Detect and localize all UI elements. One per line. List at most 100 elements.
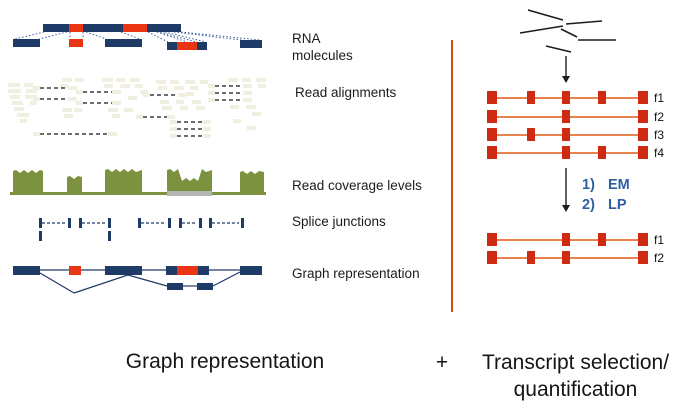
read-rect: [8, 83, 20, 87]
read-rect: [104, 84, 113, 88]
junction-tick: [179, 218, 182, 228]
transcript-label-f3: f3: [654, 128, 665, 142]
transcript-end-exon: [638, 233, 648, 246]
transcript-end-exon: [638, 146, 648, 159]
junction-tick: [241, 218, 244, 228]
coverage-block: [13, 170, 43, 194]
read-rect: [140, 90, 148, 94]
transcript-start-exon: [487, 91, 497, 104]
read-rect: [74, 108, 82, 112]
read-rect: [112, 101, 121, 105]
transcript-end-exon: [638, 128, 648, 141]
step-lp: 2)LP: [582, 195, 630, 215]
junction-tick: [68, 218, 71, 228]
read-rect: [186, 92, 194, 96]
label-rna-line2: molecules: [292, 48, 353, 63]
read-rect: [203, 127, 211, 131]
graph-representation-diagram: [13, 266, 262, 294]
read-rect: [208, 84, 215, 88]
read-rect: [203, 134, 211, 138]
graph-node-block: [177, 266, 198, 275]
read-rect: [62, 78, 72, 82]
graph-edge: [212, 271, 241, 287]
read-rect: [170, 127, 177, 131]
transcript-start-exon: [487, 146, 497, 159]
gene-bar-red-segment: [69, 24, 83, 32]
junction-tick: [39, 218, 42, 228]
read-rect: [108, 108, 118, 112]
read-rect: [208, 91, 215, 95]
read-rect: [108, 132, 117, 136]
graph-node-block: [167, 283, 183, 290]
read-rect: [62, 108, 72, 112]
transcript-start-exon: [487, 110, 497, 123]
read-rect: [60, 84, 68, 88]
alignment-dotted-line: [147, 31, 169, 43]
read-rect: [190, 86, 198, 90]
transcript-label-f4: f4: [654, 146, 665, 160]
label-graph-representation: Graph representation: [292, 266, 420, 281]
read-rect: [14, 107, 24, 111]
coverage-gray-segment: [167, 190, 212, 196]
junction-tick: [138, 218, 141, 228]
read-rect: [68, 97, 77, 101]
alignment-dotted-line: [85, 31, 107, 40]
caption-transcript-selection-line1: Transcript selection/: [481, 351, 670, 374]
read-rect: [158, 86, 167, 90]
alignment-dotted-line: [14, 31, 45, 40]
label-splice-junctions: Splice junctions: [292, 214, 386, 229]
transcript-exon: [598, 91, 606, 104]
junction-tick: [199, 218, 202, 228]
transcript-start-exon: [487, 251, 497, 264]
transcript-exon: [527, 251, 535, 264]
read-rect: [136, 115, 143, 119]
coverage-block: [67, 176, 82, 194]
rna-fragment: [545, 45, 572, 53]
transcript-exon: [598, 146, 606, 159]
transcript-exon: [562, 233, 570, 246]
junction-tick-lower: [39, 231, 42, 241]
graph-node-block: [105, 266, 142, 275]
read-rect: [24, 83, 33, 87]
read-rect: [64, 114, 73, 118]
transcript-exon: [527, 91, 535, 104]
rna-molecule-block: [240, 40, 262, 48]
read-rect: [252, 112, 261, 116]
read-rect: [258, 84, 266, 88]
transcript-exon: [598, 233, 606, 246]
read-rect: [20, 119, 27, 123]
read-rect: [170, 134, 177, 138]
read-rect: [185, 80, 195, 84]
read-rect: [233, 119, 241, 123]
graph-node-block: [197, 283, 213, 290]
read-rect: [174, 86, 184, 90]
transcript-exon: [562, 146, 570, 159]
read-rect: [228, 78, 238, 82]
read-rect: [176, 100, 184, 104]
read-rect: [75, 78, 84, 82]
graph-edge: [127, 274, 168, 287]
selected-transcript-label-f2: f2: [654, 251, 665, 265]
label-read-coverage: Read coverage levels: [292, 178, 422, 193]
read-rect: [243, 84, 252, 88]
read-rect: [192, 100, 201, 104]
read-alignments-diagram: [8, 78, 266, 138]
junction-tick-lower: [108, 231, 111, 241]
read-rect: [208, 98, 215, 102]
coverage-block: [240, 171, 264, 194]
graph-edge: [73, 274, 129, 294]
rna-molecule-block: [69, 39, 83, 47]
alignment-dotted-line: [164, 31, 207, 43]
read-rect: [68, 86, 77, 90]
read-rect: [33, 97, 40, 101]
read-rect: [76, 101, 83, 105]
junction-tick: [168, 218, 171, 228]
read-rect: [143, 93, 150, 97]
read-rect: [160, 100, 169, 104]
alignment-dotted-line: [159, 31, 197, 43]
caption-graph-representation: Graph representation: [125, 350, 325, 373]
alignment-dotted-line: [180, 31, 261, 41]
read-rect: [17, 113, 29, 117]
read-rect: [243, 98, 252, 102]
